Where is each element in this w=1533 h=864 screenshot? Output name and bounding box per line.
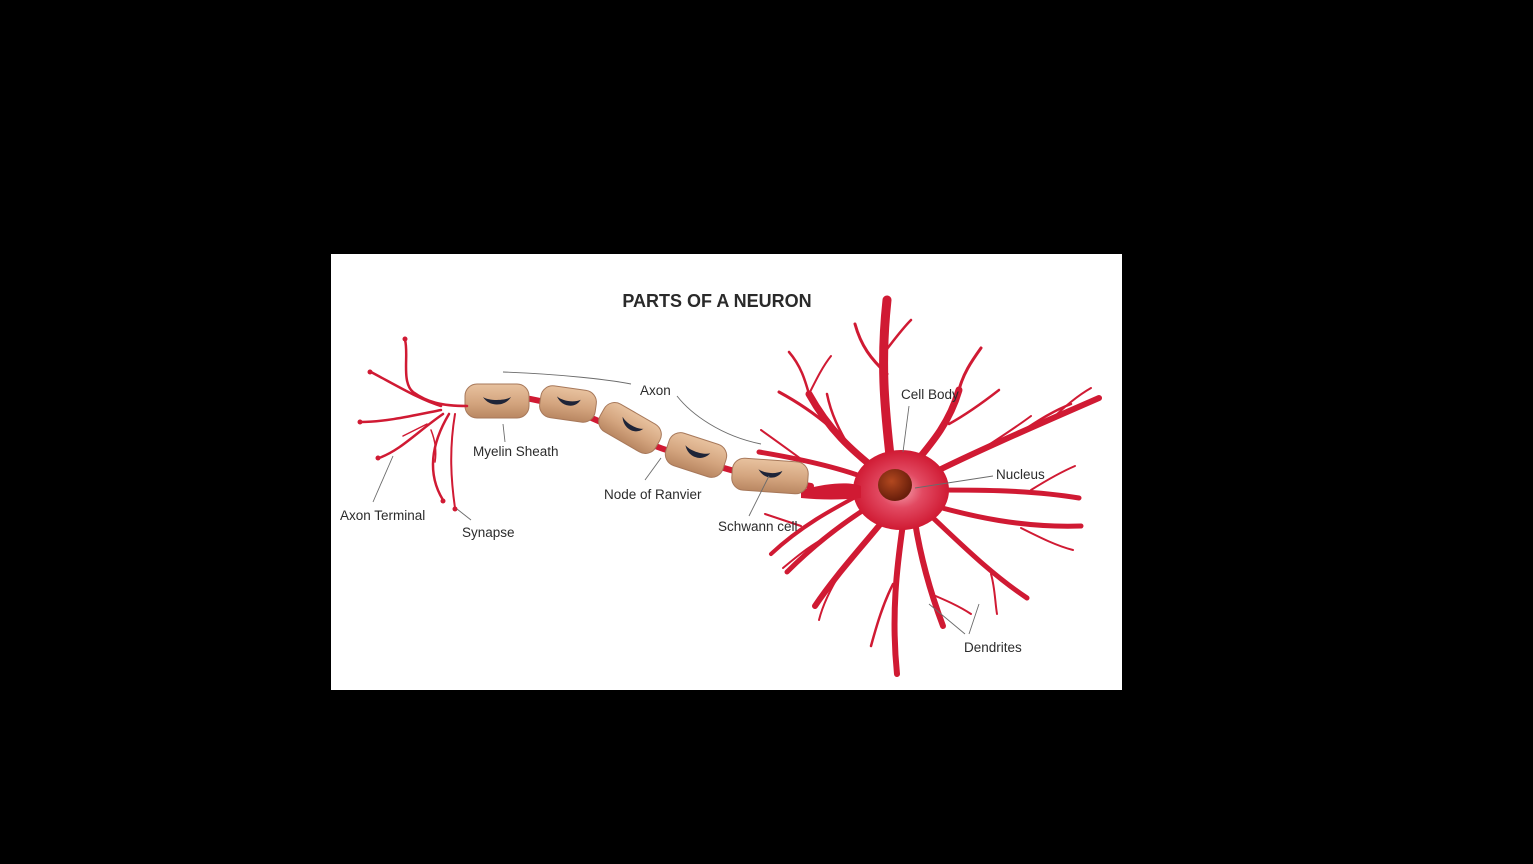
label-schwann-cell: Schwann cell <box>718 519 798 534</box>
label-node-of-ranvier: Node of Ranvier <box>604 487 702 502</box>
axon-terminal <box>359 338 469 509</box>
nucleus <box>878 469 912 501</box>
diagram-title: PARTS OF A NEURON <box>622 291 811 311</box>
cell-body <box>801 450 949 530</box>
synapse <box>357 336 458 512</box>
label-nucleus: Nucleus <box>996 467 1045 482</box>
label-synapse: Synapse <box>462 525 515 540</box>
myelin-sheath <box>464 383 809 495</box>
label-axon: Axon <box>640 383 671 398</box>
label-axon-terminal: Axon Terminal <box>340 508 425 523</box>
label-myelin-sheath: Myelin Sheath <box>473 444 559 459</box>
label-dendrites: Dendrites <box>964 640 1022 655</box>
label-cell-body: Cell Body <box>901 387 959 402</box>
neuron-diagram: PARTS OF A NEURON <box>340 291 1102 677</box>
neuron-diagram-panel: PARTS OF A NEURON <box>331 254 1122 690</box>
leader-lines <box>372 371 994 635</box>
